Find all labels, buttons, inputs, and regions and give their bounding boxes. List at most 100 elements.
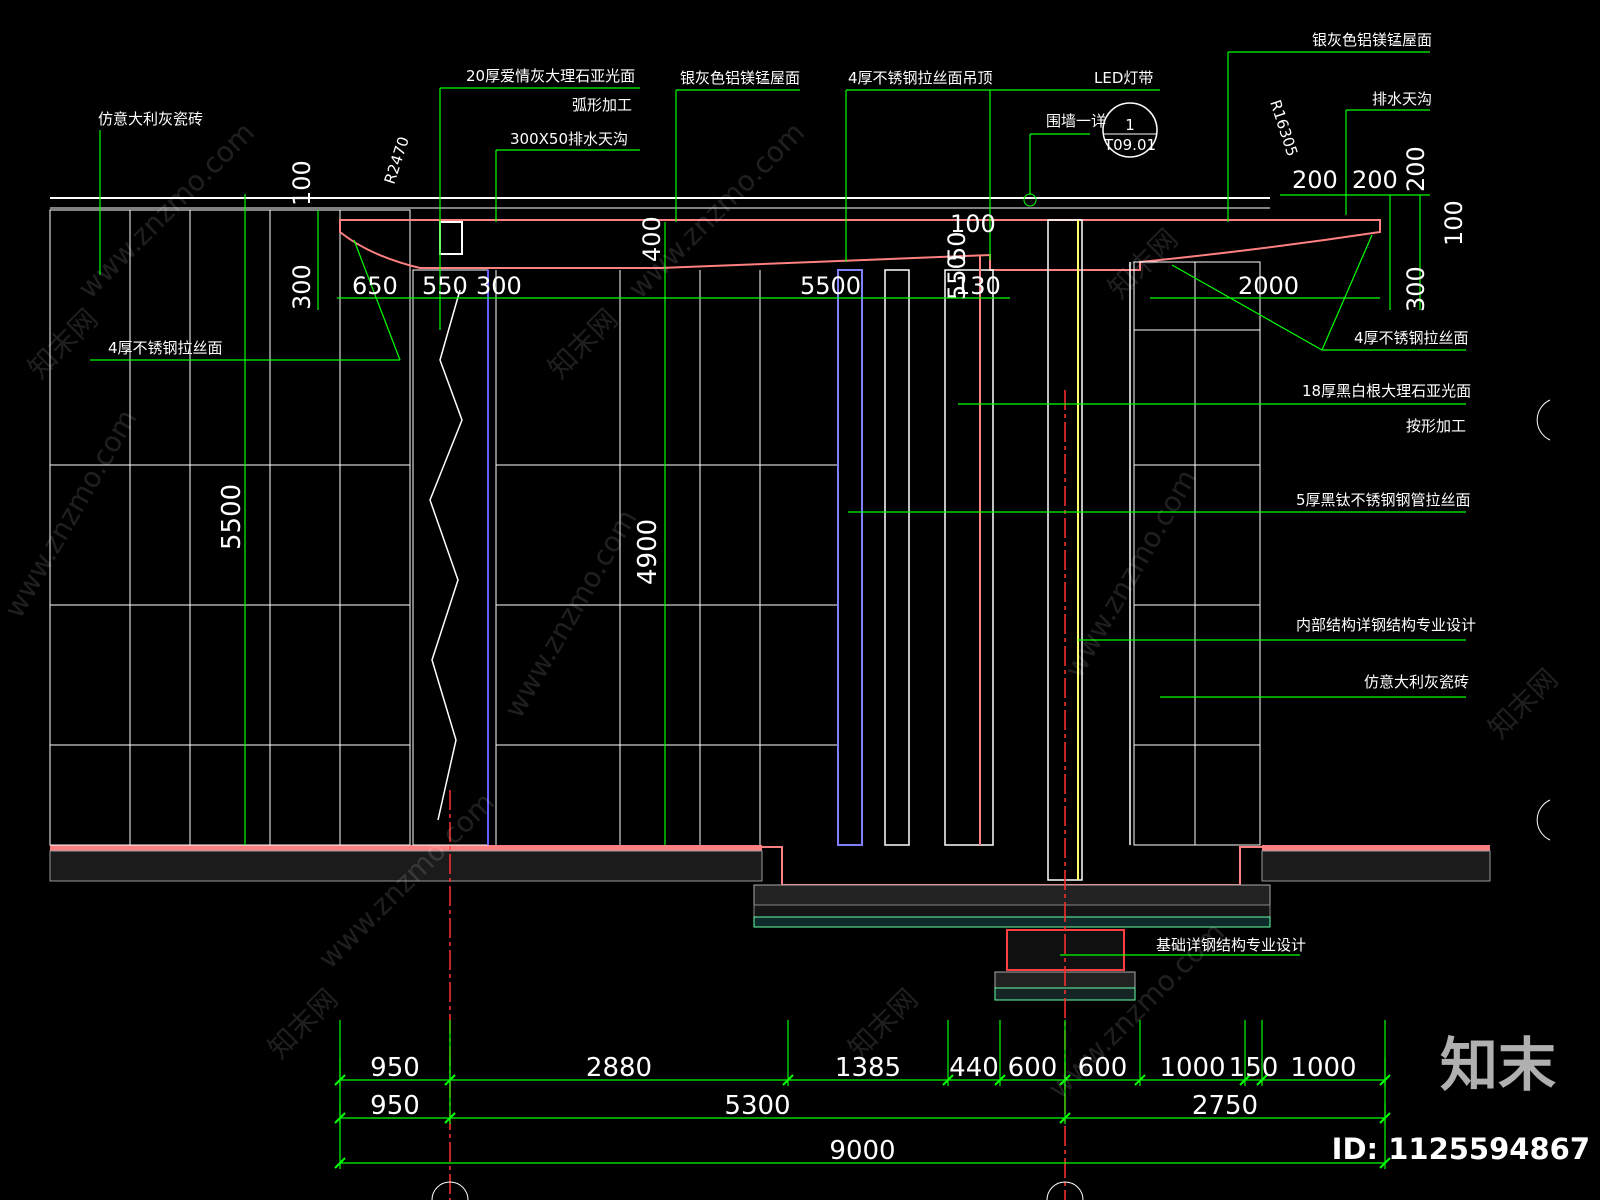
dim-h400: 400	[638, 216, 666, 262]
ground-hatch-left	[49, 850, 763, 882]
leader	[353, 239, 401, 361]
dim-h300-right: 300	[1402, 266, 1430, 312]
ground-hatch-right	[1261, 850, 1491, 882]
tile-grid-left	[50, 210, 410, 845]
dim-tick	[1239, 1074, 1251, 1086]
dim-row2-2: 2750	[1192, 1091, 1258, 1121]
dim-tick	[782, 1074, 794, 1086]
axis-bubble-b	[1046, 1181, 1084, 1200]
grid-bubble-partial	[1536, 399, 1551, 441]
dim-h100-mid: 100	[950, 210, 996, 238]
watermark-cn-2: 知末网	[542, 302, 625, 385]
dim-tick	[1059, 1112, 1071, 1124]
dim-tick	[994, 1074, 1006, 1086]
dim-tick	[1256, 1074, 1268, 1086]
column-2	[884, 269, 910, 846]
grid-bubble-partial	[1536, 799, 1551, 841]
label-steel-struct: 内部结构详钢结构专业设计	[1296, 616, 1476, 634]
detail-number: 1	[1125, 116, 1135, 134]
dim-2000: 2000	[1238, 272, 1299, 300]
watermark-cn-1: 知末网	[22, 302, 105, 385]
pit-slab	[753, 884, 1271, 906]
floor-finish-left	[50, 845, 762, 851]
detail-bubble	[1102, 102, 1158, 158]
label-marble-18: 18厚黑白根大理石亚光面	[1302, 382, 1471, 400]
watermark-cn-6: 知末网	[1482, 662, 1565, 745]
bottom-dimensions: 950 2880 1385 440 600 600 1000 150 1000 …	[370, 1053, 1356, 1166]
marble-panel	[412, 269, 497, 846]
tile-wall-left	[49, 209, 411, 846]
dim-tick	[1379, 1157, 1391, 1169]
watermark-cn-3: 知末网	[1102, 222, 1185, 305]
dim-200b: 200	[1352, 166, 1398, 194]
gutter-box	[439, 221, 463, 255]
tile-wall-right	[1133, 261, 1261, 846]
marble-veining	[429, 289, 463, 821]
dim-650: 650	[352, 272, 398, 300]
pit-base	[753, 904, 1271, 918]
dim-h5500: 5500	[217, 484, 247, 550]
dim-row1-4: 600	[1008, 1053, 1058, 1083]
label-radius-left: R2470	[381, 134, 413, 186]
watermark-cn-4: 知末网	[262, 982, 345, 1065]
marble-column	[944, 269, 994, 846]
label-ss-left: 4厚不锈钢拉丝面	[108, 339, 223, 357]
floor-finish-right	[1262, 845, 1490, 851]
dim-row3-0: 9000	[829, 1136, 895, 1166]
dim-h100-left: 100	[288, 160, 316, 206]
label-roof-right: 银灰色铝镁锰屋面	[1312, 31, 1432, 49]
tile-grid-right	[1134, 262, 1260, 845]
pit-outline	[762, 846, 1262, 886]
pit-gravel	[753, 916, 1271, 928]
label-ss-right: 4厚不锈钢拉丝面	[1354, 329, 1469, 347]
dim-tick	[334, 1157, 346, 1169]
label-shape-process: 按形加工	[1406, 417, 1466, 435]
detail-marker	[1023, 193, 1037, 207]
label-led: LED灯带	[1094, 69, 1153, 87]
label-tile-left: 仿意大利灰瓷砖	[98, 110, 203, 128]
label-marble-20: 20厚爱情灰大理石亚光面	[466, 67, 635, 85]
dim-h50: 50	[943, 231, 971, 262]
dim-row1-7: 150	[1229, 1053, 1279, 1083]
detail-sheet: T09.01	[1103, 136, 1156, 154]
dim-130: 130	[955, 272, 1001, 300]
dim-row1-8: 1000	[1290, 1053, 1356, 1083]
annotations: 仿意大利灰瓷砖 20厚爱情灰大理石亚光面 弧形加工 300X50排水天沟 银灰色…	[98, 31, 1476, 954]
dim-h300-left: 300	[288, 264, 316, 310]
columns	[837, 219, 1261, 881]
watermark-site-3: www.znzmo.com	[0, 404, 143, 624]
label-gutter: 300X50排水天沟	[510, 130, 628, 148]
dim-h200-right: 200	[1402, 146, 1430, 192]
dim-tick	[942, 1074, 954, 1086]
leader	[1321, 234, 1373, 351]
dim-5500: 5500	[800, 272, 861, 300]
dim-row1-6: 1000	[1159, 1053, 1225, 1083]
dim-200a: 200	[1292, 166, 1338, 194]
watermark-site-4: www.znzmo.com	[497, 504, 643, 724]
upper-dimensions: 100 300 650 550 300 400 5500 100 50 550 …	[217, 146, 1468, 585]
label-radius-right: R16305	[1266, 98, 1301, 159]
label-ceiling: 4厚不锈钢拉丝面吊顶	[848, 69, 993, 87]
dim-550: 550	[422, 272, 468, 300]
dim-h4900: 4900	[633, 519, 663, 585]
dim-row1-0: 950	[370, 1053, 420, 1083]
column-1	[837, 269, 863, 846]
dim-row1-2: 1385	[835, 1053, 901, 1083]
dim-h550: 550	[943, 254, 971, 300]
image-id: ID: 1125594867	[1331, 1132, 1590, 1166]
dim-300: 300	[476, 272, 522, 300]
dim-row1-3: 440	[949, 1053, 999, 1083]
dim-h100-right: 100	[1440, 200, 1468, 246]
tile-grid-center	[496, 270, 838, 845]
dim-row1-1: 2880	[586, 1053, 652, 1083]
dim-row1-5: 600	[1078, 1053, 1128, 1083]
label-gutter-right: 排水天沟	[1372, 90, 1432, 108]
detail-callout: 1 T09.01	[1023, 102, 1158, 207]
label-foundation: 基础详钢结构专业设计	[1156, 936, 1306, 954]
leader	[1171, 264, 1323, 351]
dim-row2-0: 950	[370, 1091, 420, 1121]
label-roof-mid: 银灰色铝镁锰屋面	[680, 69, 800, 87]
axis-bubble-a	[431, 1181, 469, 1200]
label-arc-process: 弧形加工	[572, 96, 632, 114]
